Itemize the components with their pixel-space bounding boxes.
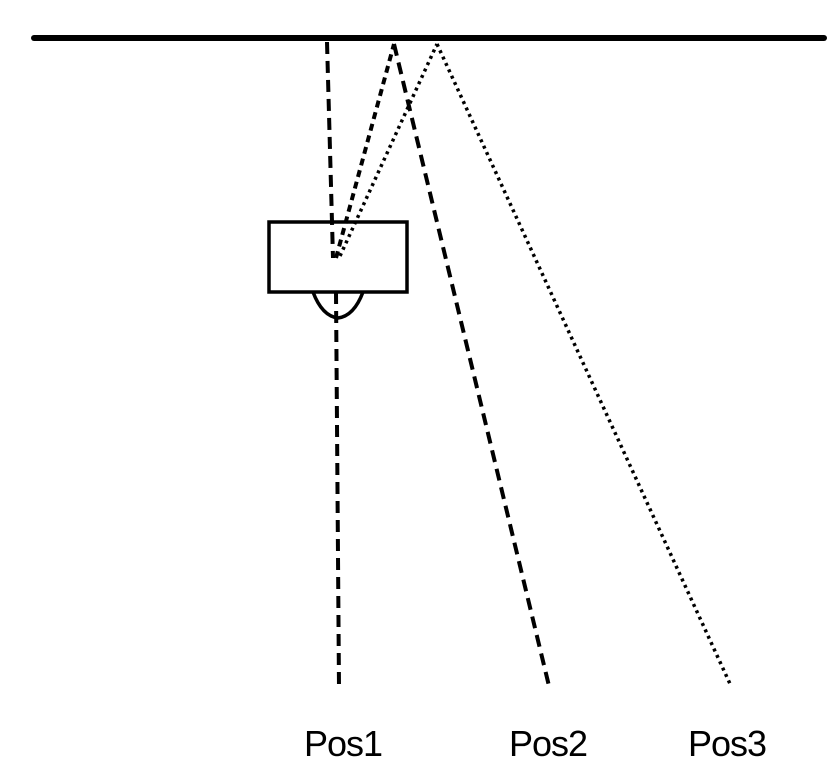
label-pos3: Pos3 [688,723,766,764]
ray-pos1-upper [325,41,335,259]
ray-pos1-lower [334,291,341,689]
label-pos1: Pos1 [304,723,382,764]
ray-pos2-reflected [392,43,551,687]
label-pos2: Pos2 [509,723,587,764]
ray-pos3-reflected [435,43,733,687]
ray-pos2-incident [334,43,396,259]
device-lens [311,291,365,320]
device-box [267,220,409,294]
ray-pos3-incident [338,43,439,257]
